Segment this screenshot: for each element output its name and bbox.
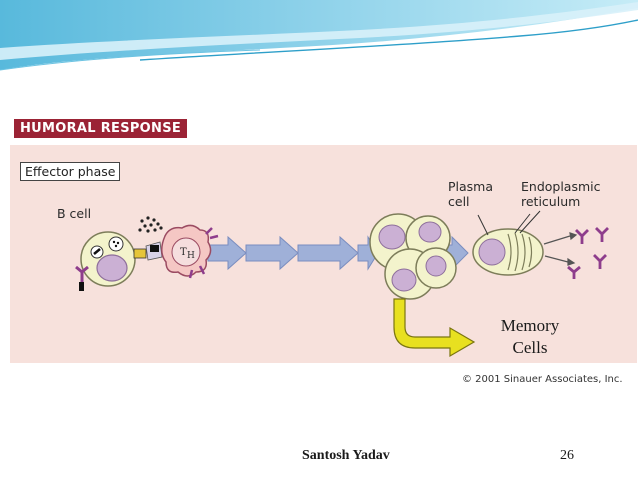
antibodies [567, 227, 609, 279]
cell-contact [133, 241, 163, 261]
b-cell-label: B cell [57, 206, 92, 221]
page-number: 26 [560, 448, 574, 463]
th-cell [161, 224, 219, 279]
cytokine-dots [138, 216, 163, 233]
proliferating-cell-cluster [369, 213, 457, 300]
th-label: T [180, 247, 187, 258]
figure-artwork [10, 145, 637, 363]
plasma-cell-label: Plasma cell [448, 179, 494, 209]
er-label: Endoplasmic reticulum [521, 179, 601, 209]
phase-label: Effector phase [20, 162, 121, 181]
humoral-response-figure: HUMORAL RESPONSE Effector phase B cell T… [10, 112, 637, 397]
memory-cells-label: Memory Cells [500, 316, 560, 357]
activation-arrows [207, 235, 469, 271]
footer-author: Santosh Yadav [302, 448, 390, 463]
header-wave-decoration [0, 0, 638, 71]
th-subscript: H [187, 251, 195, 261]
secretion-arrows [543, 232, 578, 266]
memory-cell-arrow [393, 298, 476, 358]
plasma-cell [472, 210, 544, 276]
figure-title: HUMORAL RESPONSE [14, 119, 188, 138]
b-cell [75, 231, 136, 291]
copyright-notice: © 2001 Sinauer Associates, Inc. [462, 374, 623, 385]
